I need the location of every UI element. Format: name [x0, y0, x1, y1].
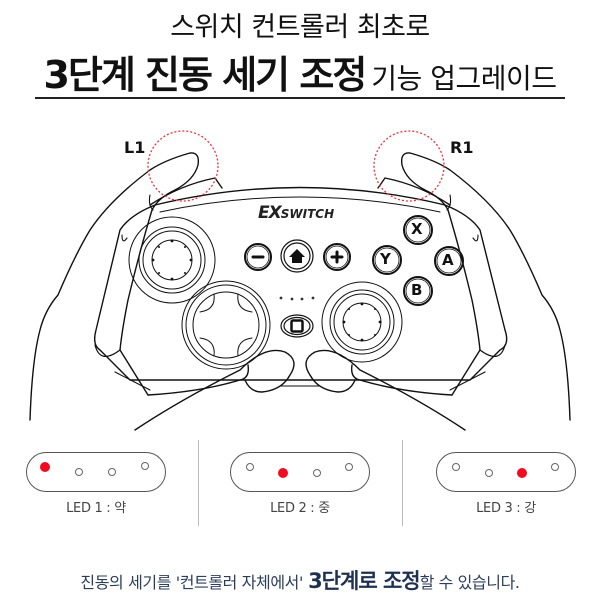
button-y — [372, 245, 402, 275]
button-b — [403, 276, 433, 306]
controller-illustration — [29, 130, 571, 431]
home-button — [280, 239, 314, 273]
left-hand — [29, 152, 200, 421]
led-pill — [26, 452, 166, 492]
brand-logo: EXSWITCH — [258, 203, 335, 223]
footer-emphasis: 3단계로 조정 — [308, 569, 421, 593]
led-mode-3 — [436, 452, 576, 492]
led-mode-1 — [26, 452, 166, 492]
left-bumper — [149, 177, 223, 206]
left-thumb — [134, 349, 295, 431]
dpad — [181, 280, 271, 370]
button-a-label: A — [442, 251, 454, 269]
led-dot-off — [141, 462, 149, 470]
minus-button — [244, 243, 272, 271]
capture-button — [280, 314, 314, 338]
led-mode-2 — [230, 452, 370, 492]
footer-suffix: 할 수 있습니다. — [419, 573, 520, 592]
footer-prefix: 진동의 세기를 '컨트롤러 자체에서' — [80, 573, 303, 592]
led-dot-off — [313, 469, 321, 477]
r1-highlight-circle — [373, 130, 445, 202]
headline-line-1: 스위치 컨트롤러 최초로 — [170, 12, 430, 43]
button-x — [403, 215, 433, 245]
led-dot-off — [108, 468, 116, 476]
l1-highlight-circle — [147, 130, 219, 202]
button-a — [434, 246, 464, 276]
left-analog-stick — [128, 216, 216, 304]
right-analog-stick — [321, 281, 403, 363]
led-dot-off — [345, 463, 353, 471]
headline-emphasis: 3단계 진동 세기 조정 — [43, 53, 367, 97]
led-mode-1-label: LED 1 : 약 — [66, 501, 126, 516]
led-dot-off — [452, 463, 460, 471]
led-pill — [230, 452, 370, 492]
led-dot-off — [551, 463, 559, 471]
led-mode-3-label: LED 3 : 강 — [476, 501, 536, 516]
led-dot-off — [75, 468, 83, 476]
led-pill — [436, 452, 576, 492]
right-thumb — [305, 349, 466, 431]
header-divider — [35, 97, 565, 99]
column-divider — [198, 440, 199, 526]
button-y-label: Y — [380, 250, 391, 268]
led-dot-on — [517, 468, 527, 478]
right-hand — [400, 152, 571, 421]
led-dot-off — [485, 469, 493, 477]
controller-body — [93, 186, 508, 381]
plus-button — [323, 243, 351, 271]
home-icon — [289, 249, 305, 263]
column-divider — [402, 440, 403, 526]
footer-caption: 진동의 세기를 '컨트롤러 자체에서' 3단계로 조정할 수 있습니다. — [0, 565, 600, 595]
button-b-label: B — [411, 281, 423, 299]
l1-label: L1 — [124, 138, 146, 157]
led-dot-off — [246, 463, 254, 471]
led-dot-on — [40, 462, 50, 472]
button-x-label: X — [411, 220, 423, 238]
player-led-dots — [279, 296, 315, 301]
led-mode-2-label: LED 2 : 중 — [270, 501, 330, 516]
r1-label: R1 — [450, 138, 474, 157]
right-bumper — [377, 177, 451, 206]
headline-suffix: 기능 업그레이드 — [371, 62, 557, 95]
led-dot-on — [278, 468, 288, 478]
